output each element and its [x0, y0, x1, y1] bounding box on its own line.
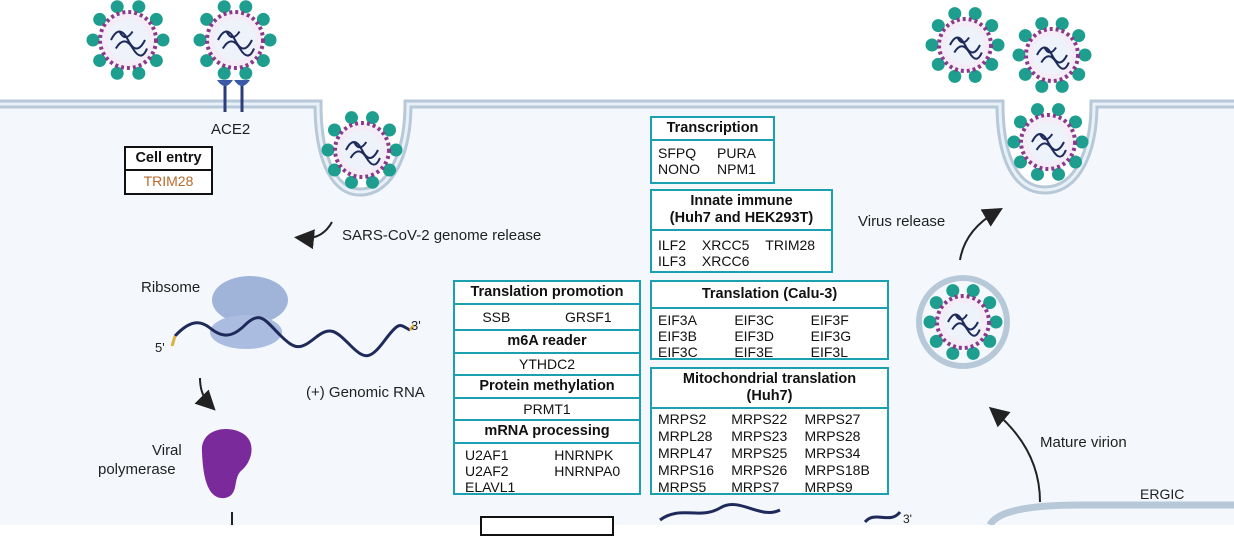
mrna-processing-list: U2AF1 HNRNPK U2AF2 HNRNPA0 ELAVL1 [455, 444, 639, 498]
gene-item: NONO [658, 161, 700, 177]
gene-item: PRMT1 [523, 401, 571, 417]
gene-item: MRPS28 [804, 428, 861, 444]
virion-icon [193, 0, 277, 80]
viral-polymerase-icon [201, 429, 252, 499]
arrow-icon [959, 207, 1003, 261]
virion-icon [86, 0, 170, 80]
ribosome-icon [210, 276, 288, 349]
gene-item: YTHDC2 [518, 356, 575, 372]
five-prime-label: 5' [155, 340, 165, 355]
gene-item: EIF3D [734, 328, 775, 344]
arrow-icon [194, 377, 216, 411]
gene-item: MRPS34 [804, 445, 861, 461]
transcription-list: SFPQ PURA NONO NPM1 [652, 141, 773, 180]
gene-item: U2AF2 [465, 463, 509, 479]
virion-icon [923, 284, 1003, 360]
gene-item: GRSF1 [564, 309, 612, 325]
gene-item: MRPS18B [804, 462, 870, 478]
arrow-icon [294, 221, 333, 250]
gene-item: MRPS9 [804, 479, 853, 495]
m6a-reader-title: m6A reader [455, 329, 639, 354]
gene-item: ILF2 [658, 237, 687, 253]
gene-item: EIF3A [658, 312, 697, 328]
gene-item: SSB [482, 309, 511, 325]
mature-virion-label: Mature virion [1040, 434, 1127, 451]
gene-item: ILF3 [658, 253, 687, 269]
mito-translation-box: Mitochondrial translation (Huh7) MRPS2 M… [650, 367, 889, 495]
gene-item: MRPS22 [731, 411, 788, 427]
gene-item: EIF3C [734, 312, 775, 328]
gene-item: MRPS27 [804, 411, 861, 427]
gene-item: MRPL47 [658, 445, 713, 461]
gene-item: MRPS26 [731, 462, 788, 478]
gene-item: U2AF1 [465, 447, 509, 463]
partial-box [480, 516, 614, 536]
ace2-receptor-icon [217, 80, 250, 112]
innate-immune-box: Innate immune (Huh7 and HEK293T) ILF2 XR… [650, 189, 833, 273]
gene-item: TRIM28 [765, 237, 816, 253]
gene-item: MRPS7 [731, 479, 780, 495]
gene-item: ELAVL1 [465, 479, 516, 495]
protein-methylation-title: Protein methylation [455, 374, 639, 399]
virus-release-label: Virus release [858, 213, 946, 230]
gene-item: HNRNPK [554, 447, 614, 463]
gene-item: MRPS16 [658, 462, 715, 478]
mrna-processing-title: mRNA processing [455, 419, 639, 444]
mito-translation-title: Mitochondrial translation [682, 371, 857, 387]
gene-item: NPM1 [717, 161, 756, 177]
gene-item: XRCC5 [701, 237, 750, 253]
cell-entry-title: Cell entry [126, 148, 211, 171]
ribosome-label: Ribsome [141, 279, 201, 296]
gene-item: EIF3B [658, 328, 697, 344]
gene-item: EIF3F [810, 312, 849, 328]
rna-strand-icon [173, 316, 411, 358]
gene-item: XRCC6 [701, 253, 750, 269]
gene-item: EIF3G [810, 328, 852, 344]
virion-membrane [916, 275, 1010, 369]
gene-item: SFPQ [658, 145, 697, 161]
translation-promotion-list: SSB GRSF1 [455, 305, 639, 329]
mito-translation-subtitle: (Huh7) [746, 388, 793, 404]
translation-calu3-title: Translation (Calu-3) [652, 282, 887, 309]
three-prime-label: 3' [411, 318, 421, 333]
ace2-label: ACE2 [211, 121, 251, 138]
rna-strand-icon [659, 503, 781, 522]
gene-item: EIF3C [658, 344, 698, 360]
transcription-title: Transcription [652, 118, 773, 141]
translation-calu3-box: Translation (Calu-3) EIF3A EIF3C EIF3F E… [650, 280, 889, 360]
gene-item: MRPS23 [731, 428, 788, 444]
translation-promotion-title: Translation promotion [455, 282, 639, 305]
gene-item: EIF3L [810, 344, 849, 360]
innate-immune-title: Innate immune [690, 193, 793, 209]
rna-strand-icon [863, 510, 902, 524]
gene-item: MRPS2 [658, 411, 707, 427]
gene-item: PURA [717, 145, 756, 161]
genome-release-label: SARS-CoV-2 genome release [342, 227, 542, 244]
virion-icon [1007, 103, 1089, 181]
gene-item: MRPS5 [658, 479, 707, 495]
cell-entry-item: TRIM28 [143, 173, 194, 189]
virion-icon [1012, 17, 1092, 93]
innate-immune-list: ILF2 XRCC5 TRIM28 ILF3 XRCC6 [652, 231, 831, 272]
gene-item: EIF3E [734, 344, 774, 360]
viral-polymerase-label-2: polymerase [98, 461, 176, 478]
innate-immune-subtitle: (Huh7 and HEK293T) [669, 210, 814, 226]
virion-icon [321, 111, 403, 189]
gene-item: MRPL28 [658, 428, 713, 444]
bottom-three-prime-label: 3' [903, 512, 912, 526]
genomic-rna-label: (+) Genomic RNA [306, 384, 425, 401]
gene-item: HNRNPA0 [554, 463, 621, 479]
virion-icon [925, 7, 1005, 83]
ergic-membrane [986, 501, 1234, 525]
transcription-box: Transcription SFPQ PURA NONO NPM1 [650, 116, 775, 184]
ergic-label: ERGIC [1140, 486, 1185, 502]
translation-regulation-box: Translation promotion SSB GRSF1 m6A read… [453, 280, 641, 495]
cell-entry-box: Cell entry TRIM28 [124, 146, 213, 195]
mito-translation-list: MRPS2 MRPS22 MRPS27 MRPL28 MRPS23 MRPS28… [652, 409, 887, 499]
viral-polymerase-label-1: Viral [152, 442, 182, 459]
gene-item: MRPS25 [731, 445, 788, 461]
arrow-icon [988, 406, 1041, 503]
translation-calu3-list: EIF3A EIF3C EIF3F EIF3B EIF3D EIF3G EIF3… [652, 309, 887, 363]
